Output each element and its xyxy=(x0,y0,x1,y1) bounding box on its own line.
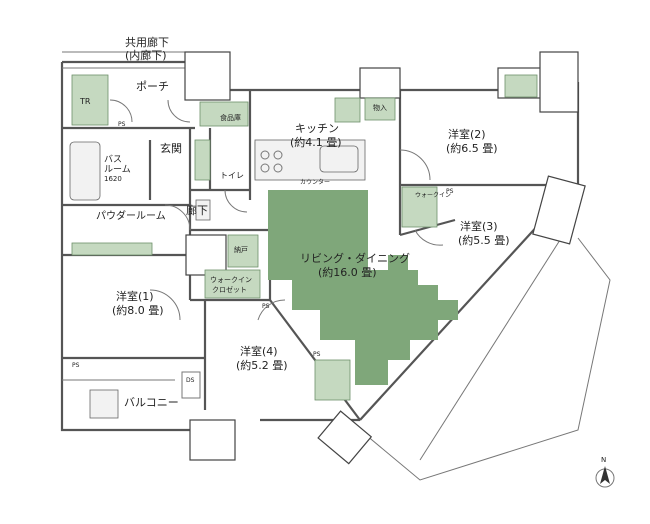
label-ps-1: PS xyxy=(118,121,126,128)
label-room4-area: (約5.2 畳) xyxy=(236,358,288,372)
kitchen-counter xyxy=(254,139,366,181)
balcony-unit xyxy=(62,371,201,419)
label-ps-4: PS xyxy=(446,188,454,195)
room-labels: 共用廊下 (内廊下) ポーチ TR 玄関 トイレ バス ルーム 1620 パウダ… xyxy=(72,35,510,409)
label-ps-3: PS xyxy=(262,303,270,310)
label-walkin: ウォークイン xyxy=(210,276,252,284)
label-toilet: トイレ xyxy=(220,171,244,180)
label-counter: カウンター xyxy=(300,178,330,186)
label-ps-5: PS xyxy=(313,351,321,358)
label-kitchen-area: (約4.1 畳) xyxy=(290,135,342,149)
label-ps-2: PS xyxy=(72,362,80,369)
living-dining-floor xyxy=(268,190,458,385)
label-room3: 洋室(3) xyxy=(460,219,498,233)
label-room1: 洋室(1) xyxy=(116,289,154,303)
label-room3-area: (約5.5 畳) xyxy=(458,233,510,247)
label-living-dining: リビング・ダイニング xyxy=(300,251,410,265)
north-arrow: N xyxy=(595,456,615,488)
structural-columns xyxy=(184,51,586,465)
label-pantry: 食品庫 xyxy=(220,113,241,122)
label-corridor-inner: (内廊下) xyxy=(125,48,167,62)
label-porch: ポーチ xyxy=(136,80,169,93)
label-storage: 物入 xyxy=(373,103,387,112)
label-storage-short: 納戸 xyxy=(234,245,248,254)
label-corridor-common: 共用廊下 xyxy=(125,35,169,49)
door-swings xyxy=(109,99,444,321)
label-ds: DS xyxy=(186,377,195,384)
label-walkin-room3: ウォークイン xyxy=(415,191,451,199)
bath-fixtures xyxy=(69,141,211,221)
label-kitchen: キッチン xyxy=(295,122,339,135)
label-room4: 洋室(4) xyxy=(240,344,278,358)
label-closet: クロゼット xyxy=(212,285,247,294)
label-balcony: バルコニー xyxy=(124,396,179,409)
north-label: N xyxy=(601,456,606,464)
label-room2: 洋室(2) xyxy=(448,127,486,141)
label-powder-room: パウダールーム xyxy=(96,209,166,222)
label-tr: TR xyxy=(79,97,91,106)
label-entrance: 玄関 xyxy=(160,141,182,155)
label-room2-area: (約6.5 畳) xyxy=(446,141,498,155)
label-bath-1: バス xyxy=(104,154,122,165)
label-bath-2: ルーム xyxy=(104,164,131,175)
label-room1-area: (約8.0 畳) xyxy=(112,303,164,317)
label-hallway: 廊下 xyxy=(186,203,208,217)
label-bath-size: 1620 xyxy=(104,175,122,183)
label-living-area: (約16.0 畳) xyxy=(318,265,377,279)
